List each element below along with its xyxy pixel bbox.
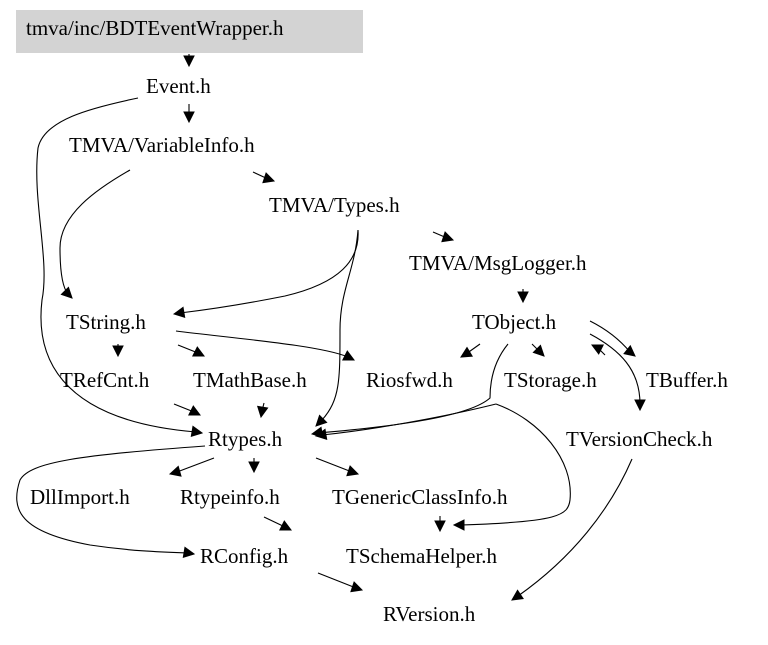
node-rconfig[interactable]: RConfig.h (200, 544, 289, 568)
edge-arrowhead-15 (532, 344, 545, 357)
edge-arrowhead-26 (434, 520, 446, 533)
edge-arrowhead-28 (350, 581, 364, 593)
node-riosfwd[interactable]: Riosfwd.h (366, 368, 453, 392)
edge-arrowhead-21 (452, 519, 465, 531)
edge-arrowhead-9 (112, 345, 124, 358)
node-tgenericclassinfo[interactable]: TGenericClassInfo.h (332, 485, 508, 509)
node-rversion[interactable]: RVersion.h (383, 602, 476, 626)
edge-arrowhead-24 (346, 465, 360, 477)
edge-arrowhead-20 (314, 428, 328, 441)
edge-line-24 (315, 457, 353, 473)
edge-line-2 (36, 97, 197, 433)
edge-arrowhead-22 (168, 465, 182, 477)
edge-line-11 (175, 330, 349, 358)
edge-arrowhead-18 (623, 344, 636, 357)
edge-line-20 (321, 403, 497, 436)
edge-line-21 (459, 403, 571, 526)
node-tmathbase[interactable]: TMathBase.h (193, 368, 307, 392)
edge-arrowhead-5 (441, 231, 455, 243)
edge-line-16 (589, 333, 641, 405)
edge-line-28 (317, 572, 357, 589)
dependency-edges (16, 54, 646, 601)
edge-arrowhead-0 (183, 55, 195, 68)
node-variableinfo[interactable]: TMVA/VariableInfo.h (69, 133, 255, 157)
node-tstorage[interactable]: TStorage.h (504, 368, 597, 392)
edge-arrowhead-23 (248, 461, 260, 474)
edge-line-6 (179, 229, 359, 314)
edge-arrowhead-25 (182, 546, 196, 559)
node-rtypes[interactable]: Rtypes.h (208, 427, 283, 451)
edge-arrowhead-13 (256, 405, 269, 419)
edge-arrowhead-10 (192, 346, 205, 357)
edge-arrowhead-4 (60, 286, 73, 299)
edge-arrowhead-29 (511, 589, 524, 601)
header-file-nodes: tmva/inc/BDTEventWrapper.h Event.h TMVA/… (26, 16, 728, 626)
node-tversioncheck[interactable]: TVersionCheck.h (566, 427, 713, 451)
edge-line-27 (263, 516, 286, 528)
edge-arrowhead-8 (517, 291, 529, 304)
edge-line-29 (517, 458, 633, 597)
edge-arrowhead-7 (315, 414, 328, 427)
edge-arrowhead-1 (183, 111, 195, 124)
edge-arrowhead-19 (591, 344, 604, 355)
node-tschemahelper[interactable]: TSchemaHelper.h (346, 544, 498, 568)
edge-arrowhead-6 (172, 306, 186, 319)
edge-arrowhead-11 (342, 350, 355, 361)
edge-arrowhead-2 (190, 425, 204, 438)
node-tstring[interactable]: TString.h (66, 310, 146, 334)
node-trefcnt[interactable]: TRefCnt.h (60, 368, 150, 392)
node-event[interactable]: Event.h (146, 74, 211, 98)
edge-line-25 (16, 445, 206, 554)
edge-line-17 (317, 343, 509, 434)
node-rtypeinfo[interactable]: Rtypeinfo.h (180, 485, 280, 509)
edge-arrowhead-16 (634, 399, 646, 412)
node-dllimport[interactable]: DllImport.h (30, 485, 130, 509)
node-tbuffer[interactable]: TBuffer.h (646, 368, 728, 392)
node-tobject[interactable]: TObject.h (472, 310, 557, 334)
node-msglogger[interactable]: TMVA/MsgLogger.h (409, 251, 587, 275)
node-types[interactable]: TMVA/Types.h (269, 193, 400, 217)
edge-arrowhead-3 (262, 172, 276, 184)
edge-arrowhead-14 (460, 346, 473, 358)
edge-arrowhead-12 (188, 405, 201, 416)
node-root[interactable]: tmva/inc/BDTEventWrapper.h (26, 16, 284, 40)
edge-line-22 (176, 457, 215, 473)
root-node-highlight (16, 10, 363, 53)
edge-line-4 (59, 169, 131, 295)
edge-line-7 (321, 229, 359, 421)
edge-arrowhead-27 (279, 520, 292, 531)
